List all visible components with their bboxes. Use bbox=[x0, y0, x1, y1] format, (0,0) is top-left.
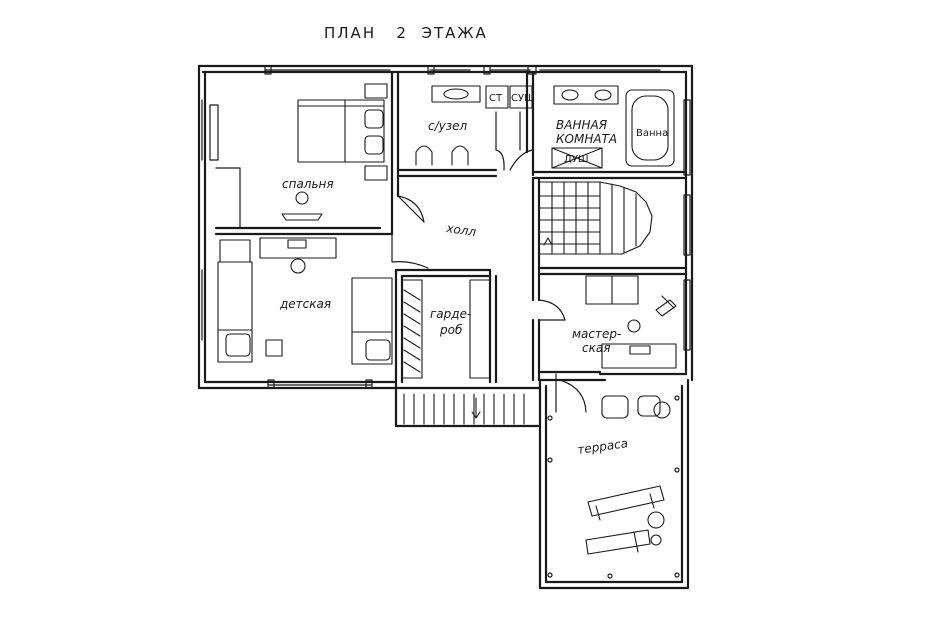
room-label-bedroom: спальня bbox=[282, 177, 334, 191]
lower-staircase bbox=[403, 393, 525, 425]
kids-bed-2 bbox=[351, 277, 393, 365]
chair bbox=[295, 191, 309, 205]
room-label-kids: детская bbox=[279, 297, 331, 311]
stiralka-label: СТ bbox=[489, 93, 503, 104]
wardrobe-shelving bbox=[401, 279, 491, 379]
plan-title: ПЛАН 2 ЭТАЖА bbox=[324, 24, 488, 42]
doors bbox=[391, 149, 587, 413]
outer-walls bbox=[197, 64, 694, 590]
room-label-workshop-2: ская bbox=[582, 341, 610, 355]
kids-furniture bbox=[217, 237, 393, 365]
shower-label: ДУШ bbox=[564, 154, 589, 165]
room-label-workshop-1: мастер- bbox=[572, 327, 621, 341]
room-label-bathroom-2: КОМНАТА bbox=[556, 132, 617, 146]
room-labels: спальня с/узел ВАННАЯ КОМНАТА холл детск… bbox=[279, 118, 629, 457]
room-label-wardrobe-2: роб bbox=[439, 323, 463, 337]
vanna-label: Ванна bbox=[636, 128, 668, 139]
wc-fixtures: СТ СУШ bbox=[415, 85, 535, 166]
room-label-wardrobe-1: гардe- bbox=[430, 307, 471, 321]
workshop-furniture bbox=[585, 275, 677, 369]
room-label-terrace: терраса bbox=[576, 436, 628, 457]
sun-lounger-2 bbox=[585, 529, 651, 555]
room-label-bathroom-1: ВАННАЯ bbox=[556, 118, 608, 132]
bathtub bbox=[625, 89, 675, 167]
bathroom-fixtures: Ванна ДУШ bbox=[551, 85, 675, 169]
kids-bed bbox=[217, 261, 253, 363]
sushilka-label: СУШ bbox=[511, 93, 535, 104]
terrace-furniture bbox=[585, 395, 671, 555]
bedroom-furniture bbox=[281, 83, 388, 221]
room-label-wc: с/узел bbox=[428, 119, 468, 133]
staircase bbox=[539, 181, 653, 255]
shower bbox=[551, 147, 603, 169]
bed bbox=[297, 99, 385, 163]
sun-lounger bbox=[587, 485, 665, 517]
room-label-hall: холл bbox=[445, 221, 478, 239]
